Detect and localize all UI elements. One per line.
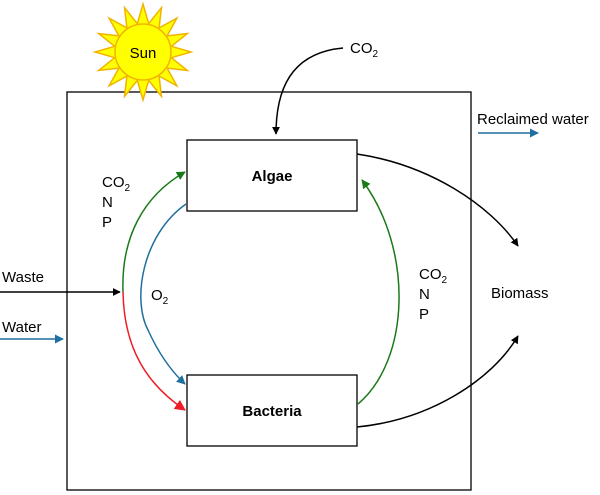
sun-icon: Sun: [92, 1, 194, 103]
oxygen-arrow: [140, 203, 187, 385]
right-p-label: P: [419, 306, 429, 323]
water-label: Water: [2, 319, 41, 336]
reclaimed-water-label: Reclaimed water: [477, 111, 589, 128]
left-n-label: N: [102, 194, 113, 211]
left-p-label: P: [102, 214, 112, 231]
o2-label: O2: [151, 287, 169, 307]
bacteria-to-biomass-arrow: [356, 335, 519, 428]
co2-input-arrow: [272, 47, 344, 135]
bacteria-label: Bacteria: [242, 403, 302, 420]
right-co2-label: CO2: [419, 266, 448, 286]
algae-to-biomass-arrow: [356, 153, 519, 247]
left-nutrient-labels: CO2 N P: [102, 174, 131, 231]
bacteria-box: Bacteria: [186, 374, 358, 447]
waste-to-bacteria-arrow: [122, 291, 186, 411]
co2-input-label: CO2: [350, 40, 379, 60]
right-nutrient-labels: CO2 N P: [419, 266, 448, 323]
sun-label: Sun: [130, 45, 157, 62]
algae-label: Algae: [252, 168, 293, 185]
system-boundary: [66, 91, 472, 491]
right-nutrient-arrow: [357, 179, 400, 405]
waste-label: Waste: [2, 269, 44, 286]
right-n-label: N: [419, 286, 430, 303]
left-nutrient-arrow: [122, 171, 186, 293]
biomass-label: Biomass: [491, 285, 549, 302]
left-co2-label: CO2: [102, 174, 131, 194]
algae-box: Algae: [186, 139, 358, 212]
